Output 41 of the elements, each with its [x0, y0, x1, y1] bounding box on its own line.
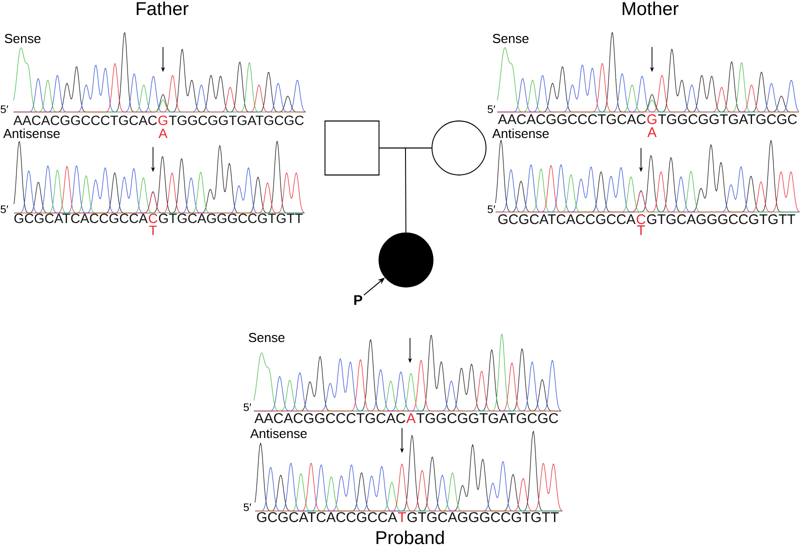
- alternate-base: A: [158, 128, 168, 138]
- sequence-text: GCGCATCACCGCCA: [257, 512, 398, 522]
- sequence-text: GTGCAGGGCCGTGTT: [647, 214, 796, 224]
- sequence-text: AACACGGCCCTGCAC: [498, 114, 646, 124]
- variant-base: T: [398, 512, 406, 522]
- end-label: 5′: [244, 503, 252, 512]
- sequence-text: GTGCAGGGCCGTGTT: [407, 512, 559, 522]
- end-label: 5′: [488, 105, 496, 114]
- sequence-text: AACACGGCCCTGCAC: [254, 413, 406, 424]
- sequence-text: GCGCATCACCGCCA: [14, 214, 148, 224]
- sequence-text: TGGCGGTGATGCGC: [168, 116, 304, 126]
- variant-base: A: [406, 413, 416, 423]
- strand-label: Sense: [492, 34, 528, 44]
- square-symbol: [324, 120, 380, 176]
- end-label: 5′: [0, 205, 8, 214]
- sequence-text: TGGCGGTGATGCGC: [416, 413, 558, 424]
- end-label: 5′: [244, 403, 252, 412]
- sequence-text: AACACGGCCCTGCAC: [13, 116, 157, 126]
- strand-label: Antisense: [3, 128, 60, 138]
- variant-base: C: [148, 214, 158, 224]
- end-label: 5′: [488, 205, 496, 214]
- alternate-base: T: [149, 226, 157, 235]
- variant-base: C: [636, 214, 646, 224]
- end-label: 5′: [0, 105, 8, 114]
- variant-base: G: [158, 116, 168, 126]
- strand-label: Antisense: [250, 428, 307, 438]
- descent-line: [405, 148, 406, 233]
- sequence-text: TGGCGGTGATGCGC: [658, 114, 797, 124]
- circle-symbol: [432, 120, 486, 176]
- strand-label: Sense: [248, 332, 284, 342]
- panel-title: Mother: [622, 2, 678, 16]
- variant-base: G: [647, 114, 656, 124]
- alternate-base: A: [647, 127, 657, 137]
- alternate-base: T: [637, 225, 645, 235]
- sequence-text: GTGCAGGGCCGTGTT: [158, 214, 303, 224]
- sequence-text: GCGCATCACCGCCA: [498, 214, 636, 224]
- panel-title: Proband: [376, 530, 444, 544]
- filled-circle-symbol: [378, 232, 434, 288]
- panel-title: Father: [136, 2, 188, 16]
- strand-label: Sense: [4, 34, 40, 44]
- proband-marker: P: [354, 295, 362, 305]
